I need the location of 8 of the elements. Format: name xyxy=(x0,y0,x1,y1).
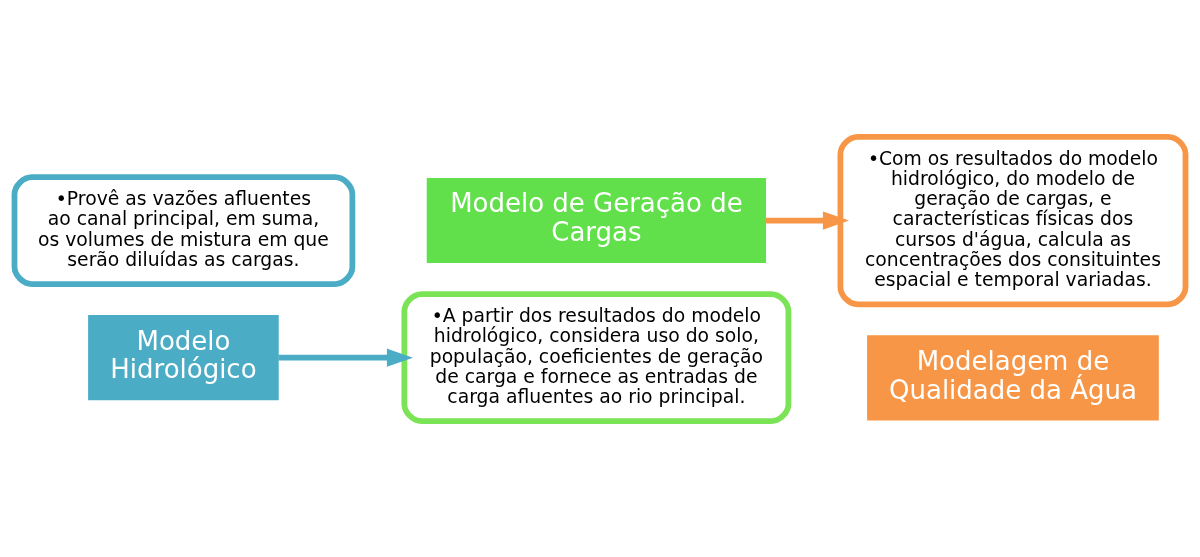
node-box: Modelo de Geração de Cargas xyxy=(426,177,767,263)
arrow xyxy=(765,210,849,230)
arrow xyxy=(278,348,413,367)
node-box: Modelagem de Qualidade da Água xyxy=(867,334,1159,420)
node-box: •A partir dos resultados do modelo hidrológico, considera uso do solo, população, coeficientes de geração de carga e fornece as entradas de carga afluentes ao rio principal. xyxy=(401,290,792,424)
node-box: •Com os resultados do modelo hidrológico, do modelo de geração de cargas, e características físicas dos cursos d'água, calcula as concentrações dos consituintes espacial e temporal variadas. xyxy=(837,133,1189,307)
node-box: •Provê as vazões afluentes ao canal principal, em suma, os volumes de mistura em que serão diluídas as cargas. xyxy=(11,173,356,287)
node-box: Modelo Hidrológico xyxy=(88,314,279,400)
